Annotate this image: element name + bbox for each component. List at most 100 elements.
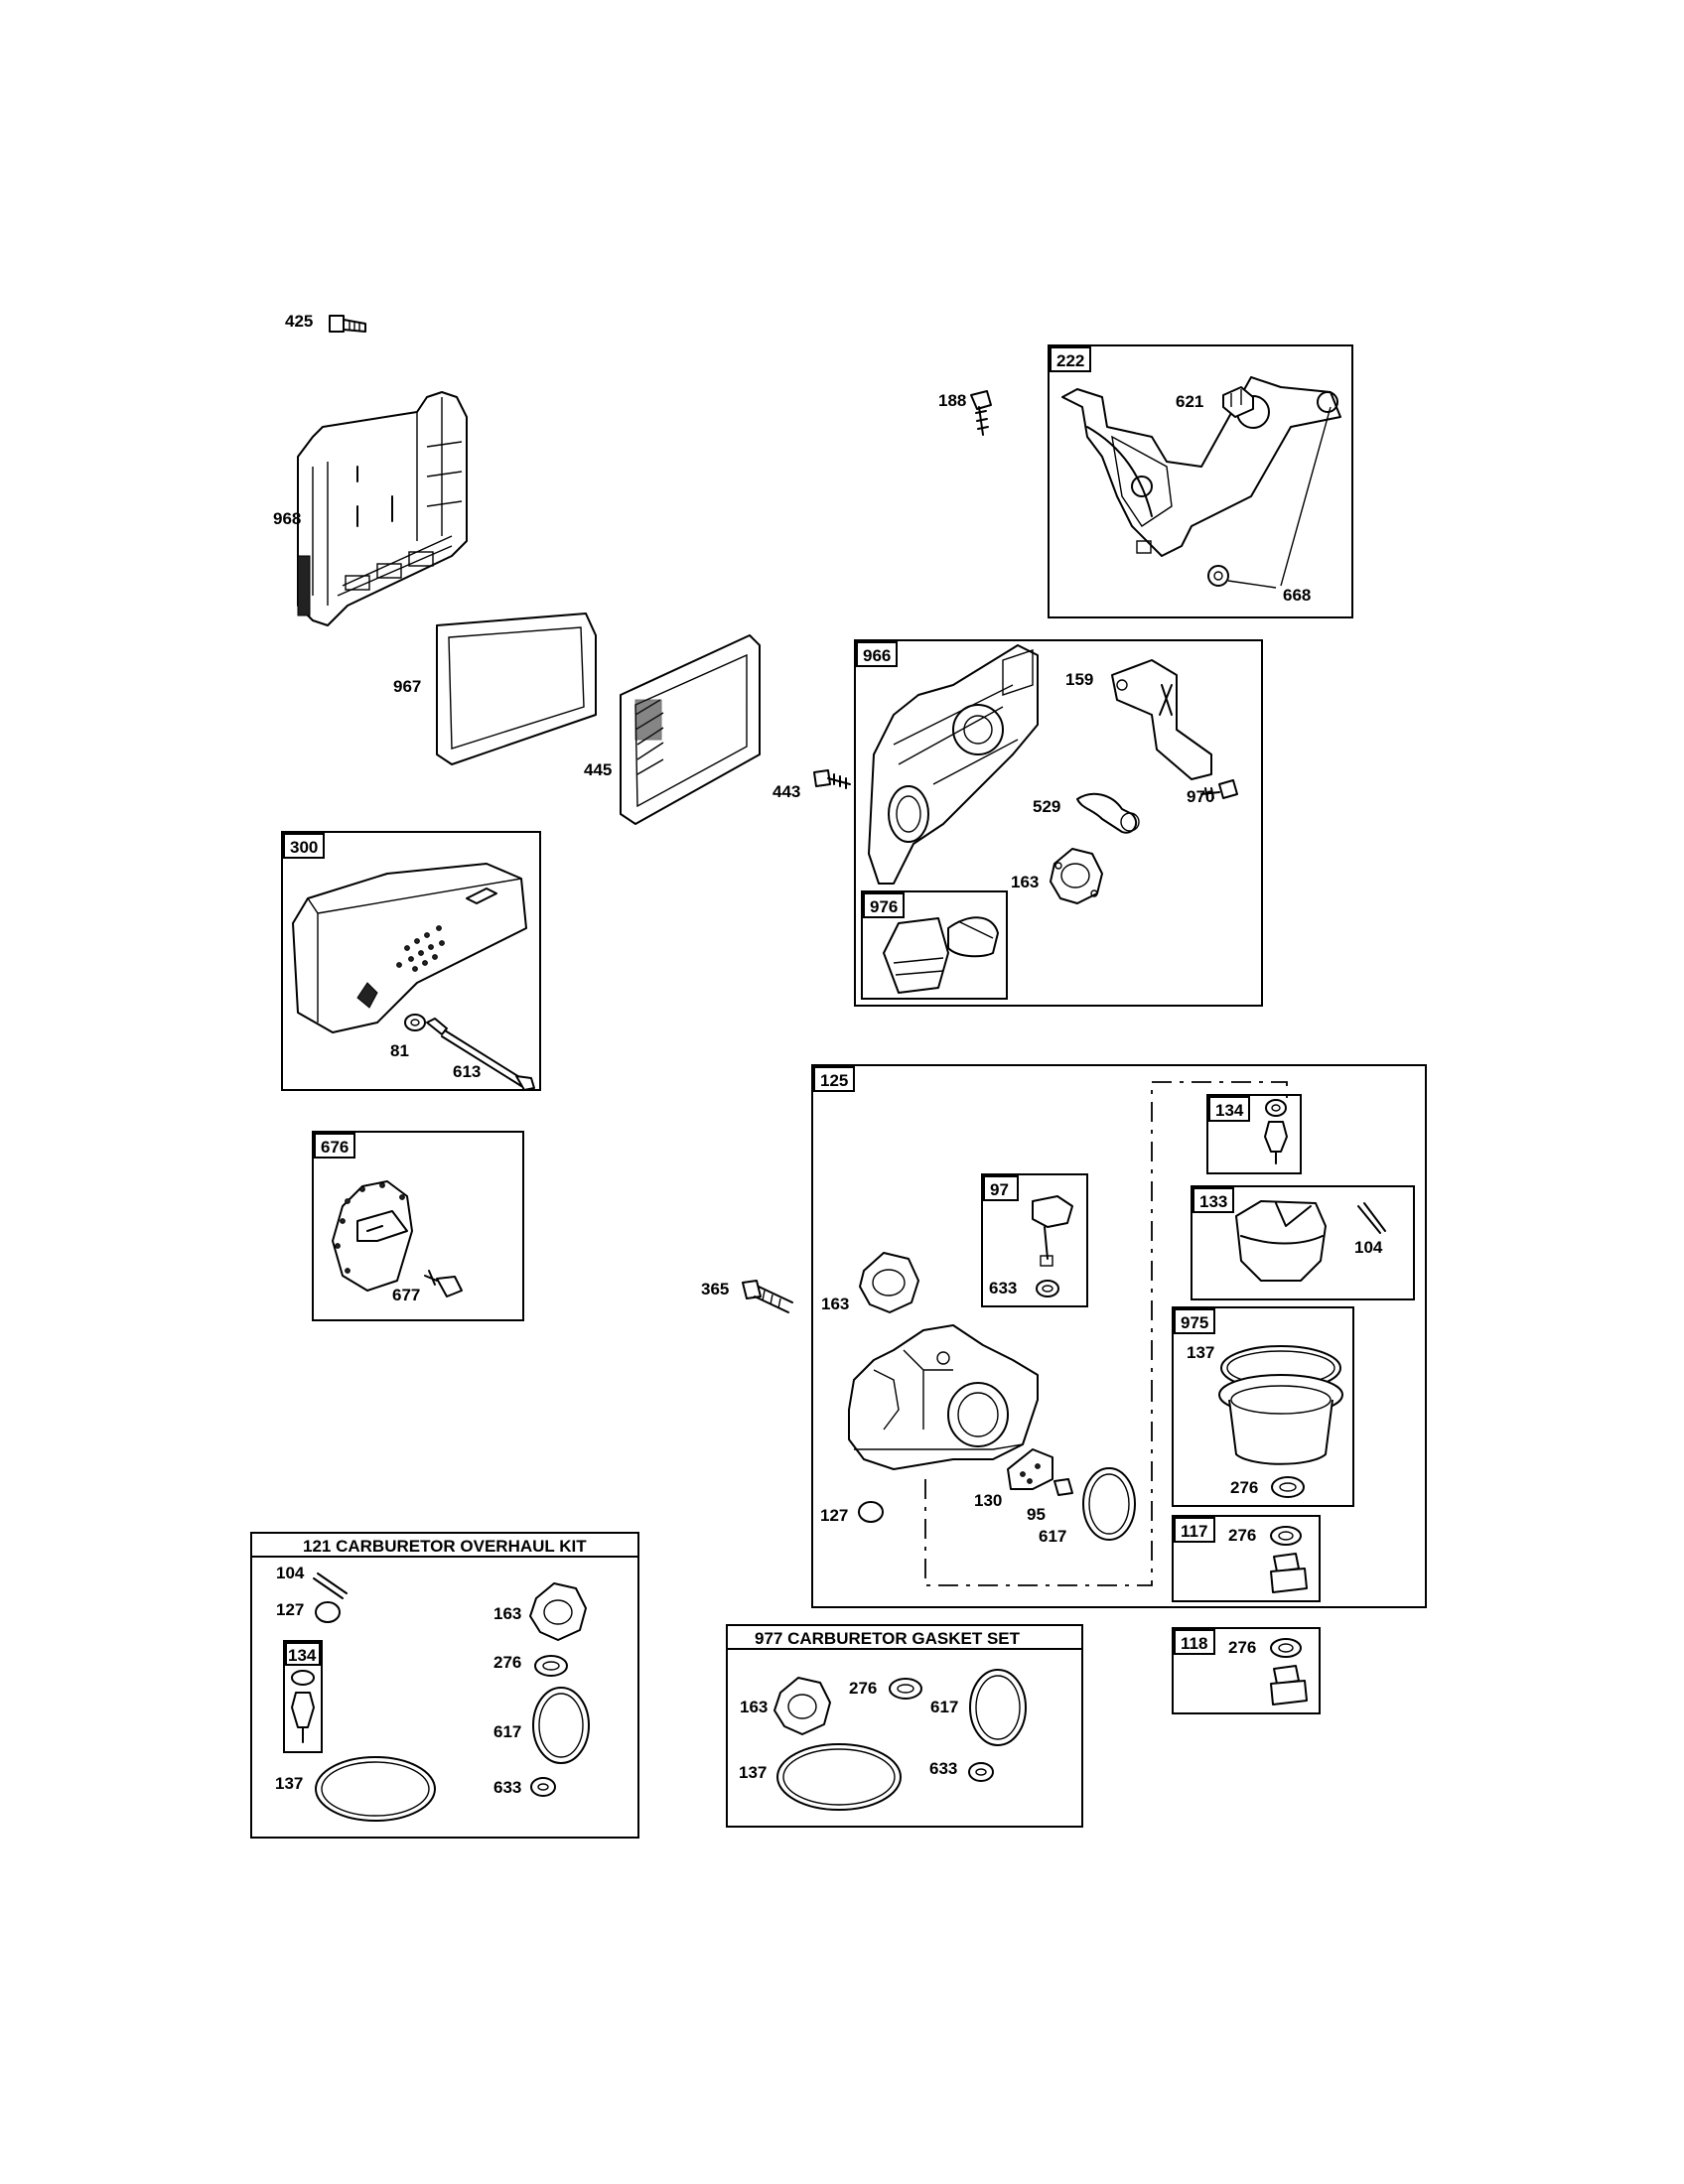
box-117 — [1172, 1515, 1321, 1602]
callout-159: 159 — [1065, 670, 1093, 689]
part-188-screw — [970, 390, 992, 436]
part-163-gasket-c — [529, 1582, 587, 1641]
part-130-diaphragm — [1007, 1448, 1053, 1490]
box-97 — [981, 1173, 1088, 1307]
box-label-966: 966 — [863, 646, 891, 665]
part-443-screw — [813, 769, 851, 789]
callout-668: 668 — [1283, 586, 1311, 605]
box-676 — [312, 1131, 524, 1321]
part-137-bowl-gasket-c — [776, 1743, 902, 1811]
callout-425: 425 — [285, 312, 313, 331]
box-975 — [1172, 1306, 1354, 1507]
box-133 — [1191, 1185, 1415, 1300]
callout-104a: 104 — [1354, 1238, 1383, 1257]
callout-137b: 137 — [275, 1774, 303, 1793]
part-104-pin-a — [1357, 1202, 1386, 1234]
callout-137c: 137 — [739, 1763, 767, 1782]
callout-613: 613 — [453, 1062, 481, 1081]
callout-633c: 633 — [929, 1759, 957, 1778]
box-label-97: 97 — [990, 1180, 1009, 1199]
part-159-bracket — [1111, 659, 1212, 780]
part-276-washer-d — [534, 1655, 568, 1677]
part-365-bolt — [742, 1280, 793, 1313]
callout-95: 95 — [1027, 1505, 1046, 1524]
part-967-pre-cleaner — [436, 613, 597, 765]
part-97-throttle-shaft — [1032, 1195, 1073, 1267]
part-617-o-ring-a — [1082, 1467, 1136, 1541]
part-276-washer-a — [1271, 1476, 1305, 1498]
part-125-carburetor — [848, 1324, 1039, 1470]
box-label-117: 117 — [1181, 1522, 1207, 1541]
callout-163d: 163 — [740, 1698, 768, 1716]
callout-970: 970 — [1187, 787, 1214, 806]
part-445-air-filter — [620, 634, 761, 825]
callout-81: 81 — [390, 1041, 409, 1060]
callout-443: 443 — [772, 782, 800, 801]
part-117-bowl-nut — [1270, 1526, 1308, 1593]
callout-445: 445 — [584, 760, 612, 779]
part-425-screw — [329, 315, 366, 333]
box-label-118: 118 — [1181, 1634, 1207, 1653]
kit-121-title: 121 CARBURETOR OVERHAUL KIT — [303, 1537, 587, 1556]
box-label-134-a: 134 — [1215, 1101, 1244, 1120]
callout-276b: 276 — [1228, 1526, 1256, 1545]
part-134-needle-b — [291, 1670, 315, 1743]
part-134-needle-a — [1264, 1099, 1288, 1164]
box-125 — [811, 1064, 1427, 1608]
part-81-washer — [404, 1014, 426, 1031]
part-633-seal-a — [1036, 1280, 1059, 1297]
part-529-tube — [1076, 792, 1140, 834]
part-975-float-bowl — [1218, 1345, 1343, 1465]
part-127-plug-a — [858, 1501, 884, 1523]
callout-621: 621 — [1176, 392, 1203, 411]
box-966 — [854, 639, 1263, 1007]
callout-188: 188 — [938, 391, 966, 410]
box-134-a — [1206, 1094, 1302, 1174]
callout-617a: 617 — [1039, 1527, 1066, 1546]
part-621-clip — [1222, 386, 1254, 418]
part-633-seal-c — [968, 1762, 994, 1782]
kit-977-title: 977 CARBURETOR GASKET SET — [755, 1629, 1021, 1648]
callout-968: 968 — [273, 509, 301, 528]
part-222-control-bracket — [1061, 376, 1341, 557]
part-163-gasket-a — [1050, 848, 1103, 904]
part-613-bolt — [426, 1018, 535, 1091]
leader-dashed-outer — [1151, 1081, 1288, 1400]
leader-dashed-inner — [924, 1400, 1153, 1586]
callout-127a: 127 — [820, 1506, 848, 1525]
callout-104b: 104 — [276, 1564, 305, 1582]
callout-617b: 617 — [493, 1722, 521, 1741]
callout-276d: 276 — [493, 1653, 521, 1672]
part-163-gasket-b — [859, 1252, 919, 1313]
part-300-muffler — [292, 863, 527, 1033]
box-label-976: 976 — [870, 897, 898, 916]
callout-365: 365 — [701, 1280, 729, 1298]
callout-276e: 276 — [849, 1679, 877, 1698]
callout-276c: 276 — [1228, 1638, 1256, 1657]
part-970-screw — [1200, 779, 1238, 799]
part-968-air-cleaner-base — [297, 391, 468, 626]
callout-127b: 127 — [276, 1600, 304, 1619]
box-label-975: 975 — [1181, 1313, 1208, 1332]
part-163-gasket-d — [773, 1677, 831, 1735]
part-966-intake-adapter — [868, 644, 1039, 885]
callout-130: 130 — [974, 1491, 1002, 1510]
callout-163b: 163 — [821, 1295, 849, 1313]
part-617-o-ring-c — [969, 1669, 1027, 1746]
callout-617c: 617 — [930, 1698, 958, 1716]
part-104-pin-b — [313, 1572, 348, 1599]
part-617-o-ring-b — [532, 1687, 590, 1764]
callout-276a: 276 — [1230, 1478, 1258, 1497]
part-118-bowl-nut — [1270, 1638, 1308, 1706]
box-118 — [1172, 1627, 1321, 1714]
part-276-washer-e — [889, 1678, 922, 1700]
callout-163c: 163 — [493, 1604, 521, 1623]
part-633-seal-b — [530, 1777, 556, 1797]
kit-121-box — [250, 1532, 639, 1839]
part-95-screw — [1053, 1478, 1073, 1496]
callout-633a: 633 — [989, 1279, 1017, 1297]
box-976 — [861, 890, 1008, 1000]
box-222 — [1048, 344, 1353, 618]
box-label-134-b: 134 — [288, 1646, 317, 1665]
